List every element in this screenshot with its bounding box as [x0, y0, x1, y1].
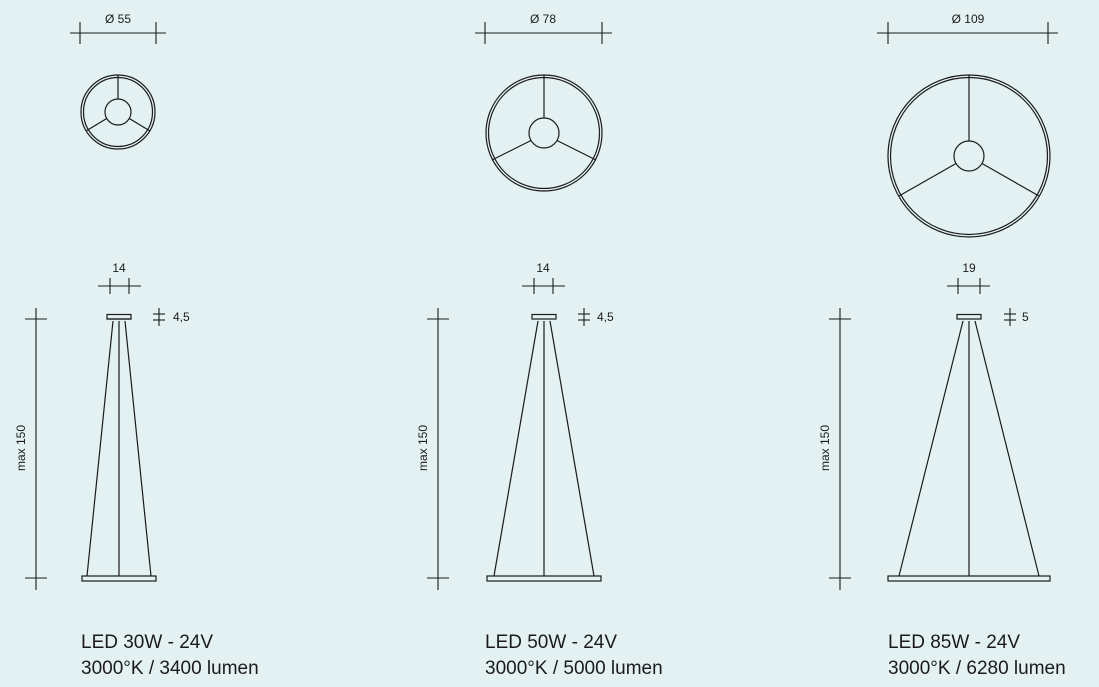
product-1-canopy-width-dimension: [98, 278, 141, 294]
product-1-caption: LED 30W - 24V 3000°K / 3400 lumen: [81, 630, 381, 682]
product-2-canopy-height-dimension: [578, 308, 590, 326]
product-2-canopy-width-dimension: [522, 278, 565, 294]
product-1-diameter-label: Ø 55: [105, 12, 131, 26]
product-2-top-view: [485, 74, 603, 192]
product-2-diameter-label: Ø 78: [530, 12, 556, 26]
product-3-canopy-width-label: 19: [962, 261, 976, 275]
product-2-caption: LED 50W - 24V 3000°K / 5000 lumen: [485, 630, 785, 682]
product-3-spec-label: 3000°K / 6280 lumen: [888, 658, 1066, 679]
product-2-canopy-height-label: 4,5: [597, 310, 614, 324]
product-2-power-label: LED 50W - 24V: [485, 632, 617, 653]
product-1-top-view: [80, 74, 156, 150]
product-2-height-dimension: [427, 308, 449, 590]
product-2-canopy-width-label: 14: [536, 261, 550, 275]
product-2-diameter-dimension: [475, 22, 612, 44]
product-3-top-view: [887, 74, 1051, 238]
product-3-canopy-height-dimension: [1004, 308, 1016, 326]
product-3-drawing: Ø 109 19 5 max 150: [818, 12, 1058, 590]
product-3-height-label: max 150: [818, 425, 832, 471]
product-2-drawing: Ø 78 14 4,5 max 150: [416, 12, 614, 590]
product-1-drawing: Ø 55 14 4,5 max 150: [14, 12, 190, 590]
product-1-side-view: [81, 313, 157, 582]
product-3-side-view: [887, 313, 1051, 582]
product-1-height-label: max 150: [14, 425, 28, 471]
product-1-spec-label: 3000°K / 3400 lumen: [81, 658, 259, 679]
product-3-diameter-label: Ø 109: [952, 12, 985, 26]
product-3-height-dimension: [829, 308, 851, 590]
product-3-canopy-height-label: 5: [1022, 310, 1029, 324]
product-3-power-label: LED 85W - 24V: [888, 632, 1020, 653]
product-1-canopy-height-label: 4,5: [173, 310, 190, 324]
product-1-canopy-width-label: 14: [112, 261, 126, 275]
product-1-power-label: LED 30W - 24V: [81, 632, 213, 653]
product-3-caption: LED 85W - 24V 3000°K / 6280 lumen: [888, 630, 1093, 682]
product-2-side-view: [486, 313, 602, 582]
product-1-height-dimension: [25, 308, 47, 590]
product-2-height-label: max 150: [416, 425, 430, 471]
product-3-canopy-width-dimension: [947, 278, 990, 294]
product-2-spec-label: 3000°K / 5000 lumen: [485, 658, 663, 679]
product-1-canopy-height-dimension: [153, 308, 165, 326]
product-3-diameter-dimension: [877, 22, 1058, 44]
product-1-diameter-dimension: [70, 22, 166, 44]
